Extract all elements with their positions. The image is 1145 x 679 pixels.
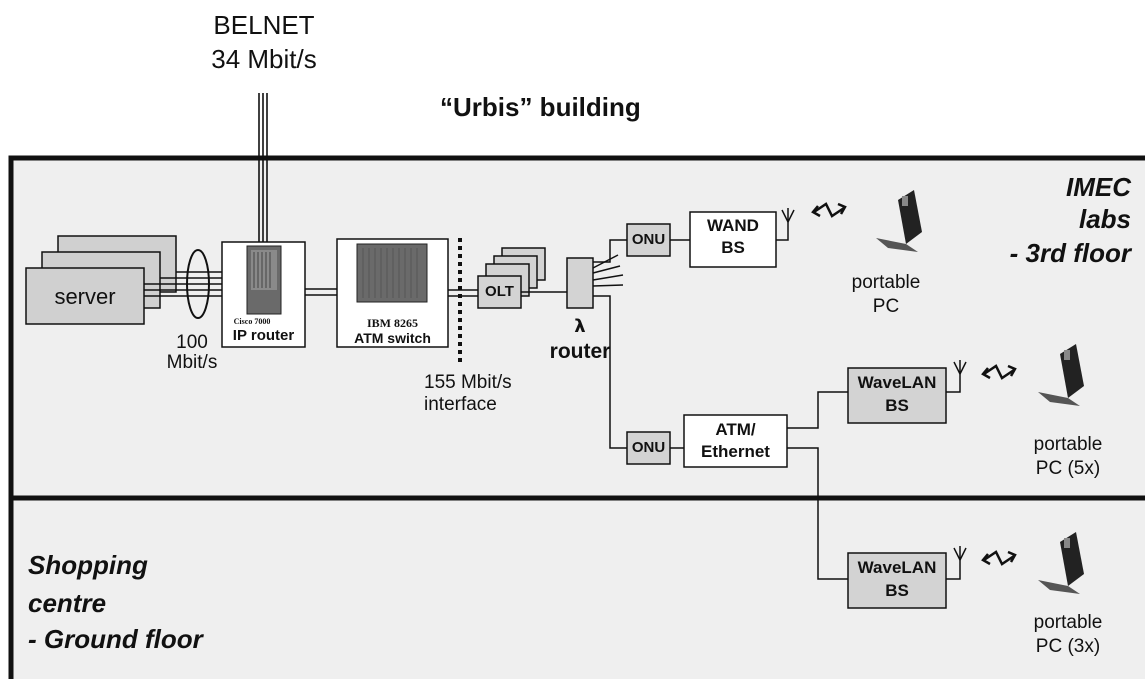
- wavelan-bs-2-label-1: WaveLAN: [857, 558, 937, 577]
- interface-label-line-2: interface: [424, 394, 497, 415]
- floor-upper-line-2: labs: [1078, 204, 1131, 234]
- interface-label-line-1: 155 Mbit/s: [424, 372, 512, 393]
- switch-model-label: IBM 8265: [367, 316, 418, 330]
- floor-upper-line-1: IMEC: [1066, 172, 1131, 202]
- antenna-icon: [781, 208, 795, 223]
- router-switch-link: [305, 288, 337, 296]
- wand-bs-label-1: WAND: [707, 216, 759, 235]
- pc2-label-1: portable: [1033, 434, 1103, 455]
- onu-label-bottom: ONU: [631, 439, 666, 456]
- pc1-label-2: PC: [872, 296, 900, 317]
- floor-panel-3rd: [8, 155, 1145, 501]
- atm-ethernet-box: [683, 414, 788, 468]
- onu-box-bottom: [626, 431, 671, 465]
- lambda-router-box: [566, 257, 594, 309]
- olt-label: OLT: [485, 283, 514, 300]
- atm-ethernet-label-2: Ethernet: [701, 442, 770, 461]
- wand-antenna-line: [776, 222, 789, 241]
- atm-switch-label: ATM switch: [354, 330, 431, 346]
- switch-olt-link: [448, 289, 478, 297]
- laptop-icon: [1038, 532, 1084, 594]
- wavelan-bs-box-1: [847, 367, 947, 424]
- floor-panel-ground: [8, 495, 1145, 679]
- wand-bs-label-2: BS: [721, 238, 745, 257]
- antenna-icon: [953, 360, 967, 375]
- uplink-speed: 34 Mbit/s: [211, 44, 317, 74]
- laptop-icon: [1038, 344, 1084, 406]
- pc1-label-1: portable: [851, 272, 921, 293]
- lambda-router-label: router: [549, 340, 611, 363]
- pc2-label-2: PC (5x): [1035, 458, 1101, 479]
- floor-lower-line-2: centre: [28, 588, 107, 618]
- floor-upper-line-3: - 3rd floor: [1009, 238, 1131, 268]
- onu-label-top: ONU: [631, 231, 666, 248]
- server-label: server: [54, 284, 116, 309]
- belnet-uplink-line: [258, 93, 268, 248]
- wireless-link-icon: [811, 202, 847, 218]
- antenna-icon: [953, 546, 967, 561]
- laptop-icon: [876, 190, 922, 252]
- wireless-link-icon: [981, 550, 1017, 566]
- uplink-name: BELNET: [213, 10, 315, 40]
- atm-ethernet-label-1: ATM/: [715, 420, 756, 439]
- wand-bs-box: [689, 211, 777, 268]
- wavelan-bs-1-label-2: BS: [885, 396, 909, 415]
- wavelan-bs-2-label-2: BS: [885, 581, 909, 600]
- pc3-label-2: PC (3x): [1035, 636, 1101, 657]
- lambda-symbol: λ: [574, 316, 586, 337]
- onu-box-top: [626, 223, 671, 257]
- wireless-link-icon: [981, 364, 1017, 380]
- link-bundle-ring: [186, 249, 210, 319]
- ethernet-links: [787, 391, 848, 580]
- olt-stack: [477, 247, 546, 309]
- ip-router-equipment: [246, 245, 282, 315]
- router-model-label: Cisco 7000: [233, 317, 271, 326]
- wavelan-bs-1-label-1: WaveLAN: [857, 373, 937, 392]
- link-speed-line-2: Mbit/s: [166, 352, 218, 373]
- building-title: “Urbis” building: [440, 92, 641, 122]
- wavelan-antenna-line-1: [946, 374, 961, 393]
- floor-lower-line-3: - Ground floor: [28, 624, 203, 654]
- atm-switch-equipment: [356, 243, 428, 303]
- wavelan-antenna-line-2: [946, 560, 961, 580]
- pc3-label-1: portable: [1033, 612, 1103, 633]
- link-speed-line-1: 100: [176, 332, 208, 353]
- ip-router-label: IP router: [232, 327, 295, 344]
- floor-lower-line-1: Shopping: [28, 550, 148, 580]
- wavelan-bs-box-2: [847, 552, 947, 609]
- lambda-router-fanout: [592, 239, 627, 449]
